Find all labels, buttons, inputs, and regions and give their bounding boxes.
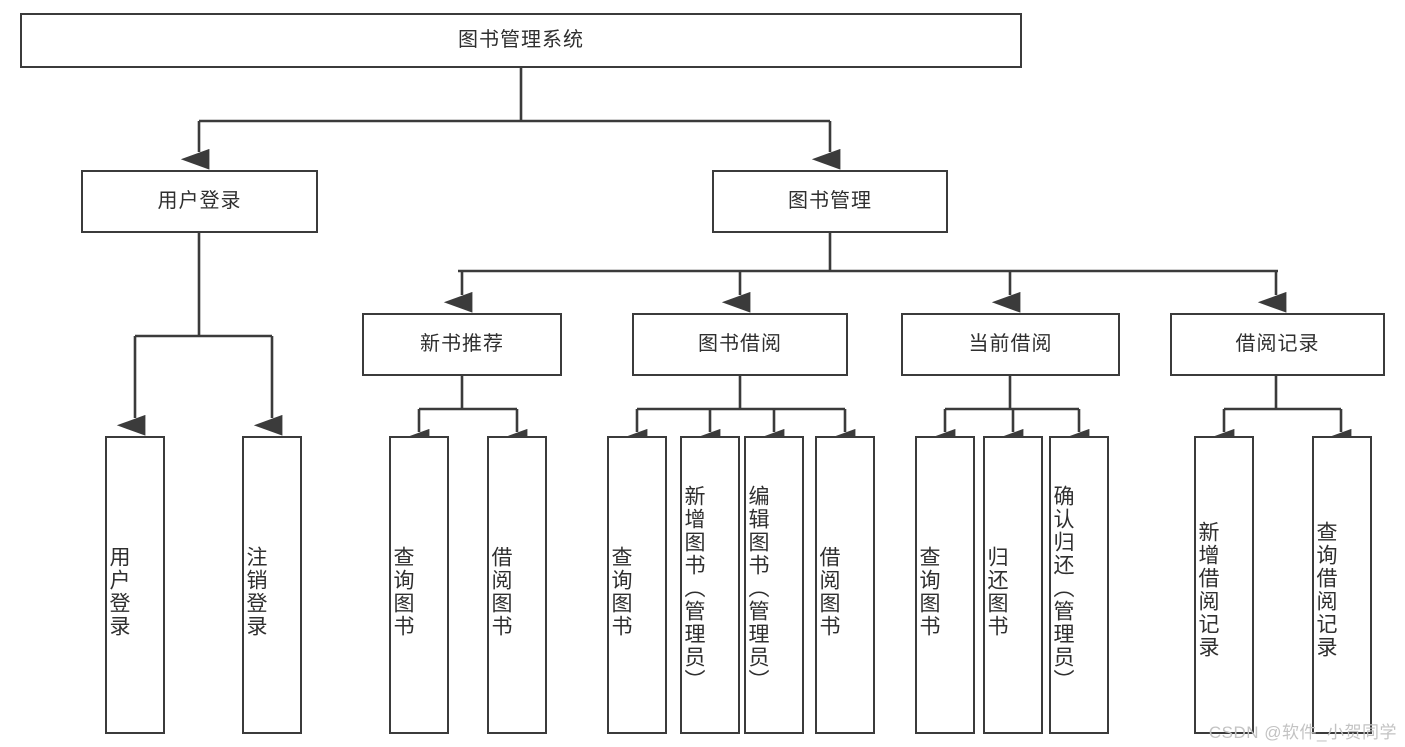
node-leaf-user-login[interactable]: 用户登录 <box>105 436 165 734</box>
node-leaf-user-login-label: 用户登录 <box>107 546 131 638</box>
node-borrow-record[interactable]: 借阅记录 <box>1170 313 1385 376</box>
node-leaf-borrow-book-1-label: 借阅图书 <box>489 546 513 638</box>
node-borrow-record-label: 借阅记录 <box>1235 333 1320 355</box>
node-root[interactable]: 图书管理系统 <box>20 13 1022 68</box>
node-leaf-confirm-return-label: 确认归还（管理员） <box>1051 484 1075 692</box>
node-book-borrow[interactable]: 图书借阅 <box>632 313 848 376</box>
node-leaf-query-book-1-label: 查询图书 <box>391 546 415 638</box>
node-leaf-add-book-label: 新增图书（管理员） <box>682 484 706 692</box>
node-leaf-query-book-2[interactable]: 查询图书 <box>607 436 667 734</box>
node-leaf-query-book-2-label: 查询图书 <box>609 546 633 638</box>
node-leaf-query-book-1[interactable]: 查询图书 <box>389 436 449 734</box>
node-root-label: 图书管理系统 <box>458 29 584 51</box>
node-leaf-logout-login[interactable]: 注销登录 <box>242 436 302 734</box>
node-current-borrow-label: 当前借阅 <box>968 333 1053 355</box>
node-leaf-return-book[interactable]: 归还图书 <box>983 436 1043 734</box>
node-leaf-confirm-return[interactable]: 确认归还（管理员） <box>1049 436 1109 734</box>
node-leaf-add-record-label: 新增借阅记录 <box>1196 521 1220 659</box>
node-book-manage[interactable]: 图书管理 <box>712 170 948 233</box>
node-leaf-query-record[interactable]: 查询借阅记录 <box>1312 436 1372 734</box>
node-leaf-query-record-label: 查询借阅记录 <box>1314 521 1338 659</box>
node-leaf-edit-book-label: 编辑图书（管理员） <box>746 484 770 692</box>
node-new-book-rec[interactable]: 新书推荐 <box>362 313 562 376</box>
node-current-borrow[interactable]: 当前借阅 <box>901 313 1120 376</box>
node-new-book-rec-label: 新书推荐 <box>420 333 504 355</box>
node-leaf-query-book-3[interactable]: 查询图书 <box>915 436 975 734</box>
node-book-manage-label: 图书管理 <box>788 190 872 212</box>
node-leaf-borrow-book-2-label: 借阅图书 <box>817 546 841 638</box>
node-leaf-borrow-book-2[interactable]: 借阅图书 <box>815 436 875 734</box>
node-leaf-edit-book[interactable]: 编辑图书（管理员） <box>744 436 804 734</box>
node-leaf-add-record[interactable]: 新增借阅记录 <box>1194 436 1254 734</box>
node-leaf-return-book-label: 归还图书 <box>985 546 1009 638</box>
watermark-text: CSDN @软件_小贺同学 <box>1208 723 1397 742</box>
node-user-login-label: 用户登录 <box>157 190 242 212</box>
node-leaf-query-book-3-label: 查询图书 <box>917 546 941 638</box>
node-user-login[interactable]: 用户登录 <box>81 170 318 233</box>
node-leaf-add-book[interactable]: 新增图书（管理员） <box>680 436 740 734</box>
node-book-borrow-label: 图书借阅 <box>698 333 782 355</box>
node-leaf-logout-login-label: 注销登录 <box>244 546 268 638</box>
node-leaf-borrow-book-1[interactable]: 借阅图书 <box>487 436 547 734</box>
